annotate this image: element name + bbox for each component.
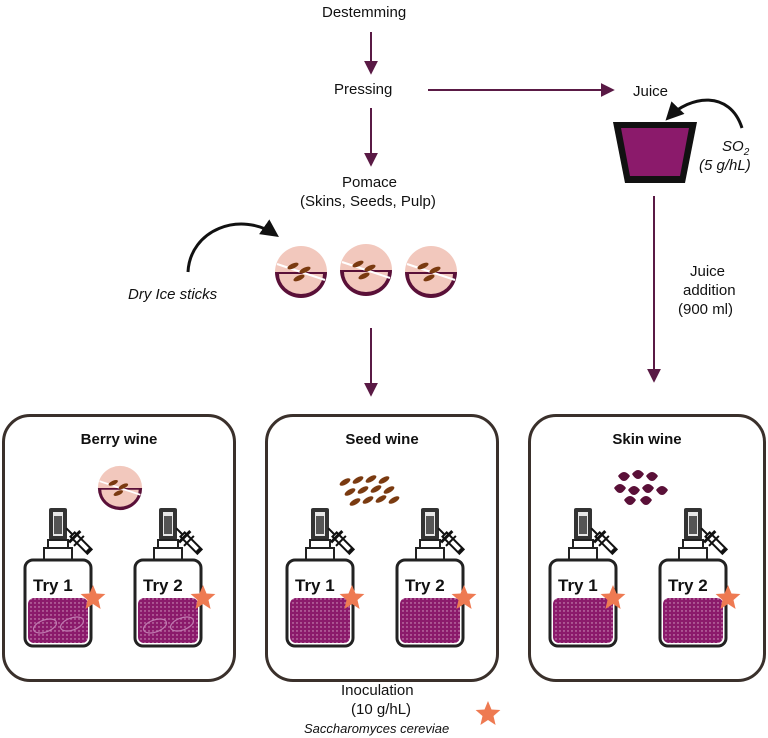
juice-cup-icon [613, 122, 697, 183]
seed-wine-title: Seed wine [345, 431, 419, 448]
juice-addition-label-2: addition [683, 282, 736, 299]
try-1-label: Try 1 [33, 576, 73, 595]
try-1-label: Try 1 [558, 576, 598, 595]
yeast-species-label: Saccharomyces cereviae [304, 721, 450, 736]
so2-label: SO2 [722, 138, 750, 158]
try-2-label: Try 2 [668, 576, 708, 595]
juice-label: Juice [633, 83, 669, 100]
so2-dose-label: (5 g/hL) [699, 157, 751, 174]
try-1-label: Try 1 [295, 576, 335, 595]
juice-addition-label-3: (900 ml) [678, 301, 734, 318]
star-icon [475, 701, 501, 725]
skin-wine-title: Skin wine [612, 431, 682, 448]
grape-half-icon [274, 245, 328, 299]
pressing-label: Pressing [334, 81, 393, 98]
destemming-label: Destemming [322, 4, 407, 21]
inoculation-label: Inoculation [341, 682, 414, 699]
try-2-label: Try 2 [405, 576, 445, 595]
pomace-label: Pomace [342, 174, 398, 191]
try-2-label: Try 2 [143, 576, 183, 595]
grape-half-icon [404, 245, 458, 299]
grape-half-icon [339, 243, 393, 297]
skins-icon [614, 470, 668, 505]
grape-half-icon [97, 465, 143, 511]
dry-ice-label: Dry Ice sticks [128, 286, 218, 303]
juice-addition-label-1: Juice [690, 263, 726, 280]
inoculation-dose-label: (10 g/hL) [351, 701, 412, 718]
pomace-sub-label: (Skins, Seeds, Pulp) [300, 193, 436, 210]
seeds-icon [339, 475, 400, 506]
berry-wine-title: Berry wine [80, 431, 158, 448]
